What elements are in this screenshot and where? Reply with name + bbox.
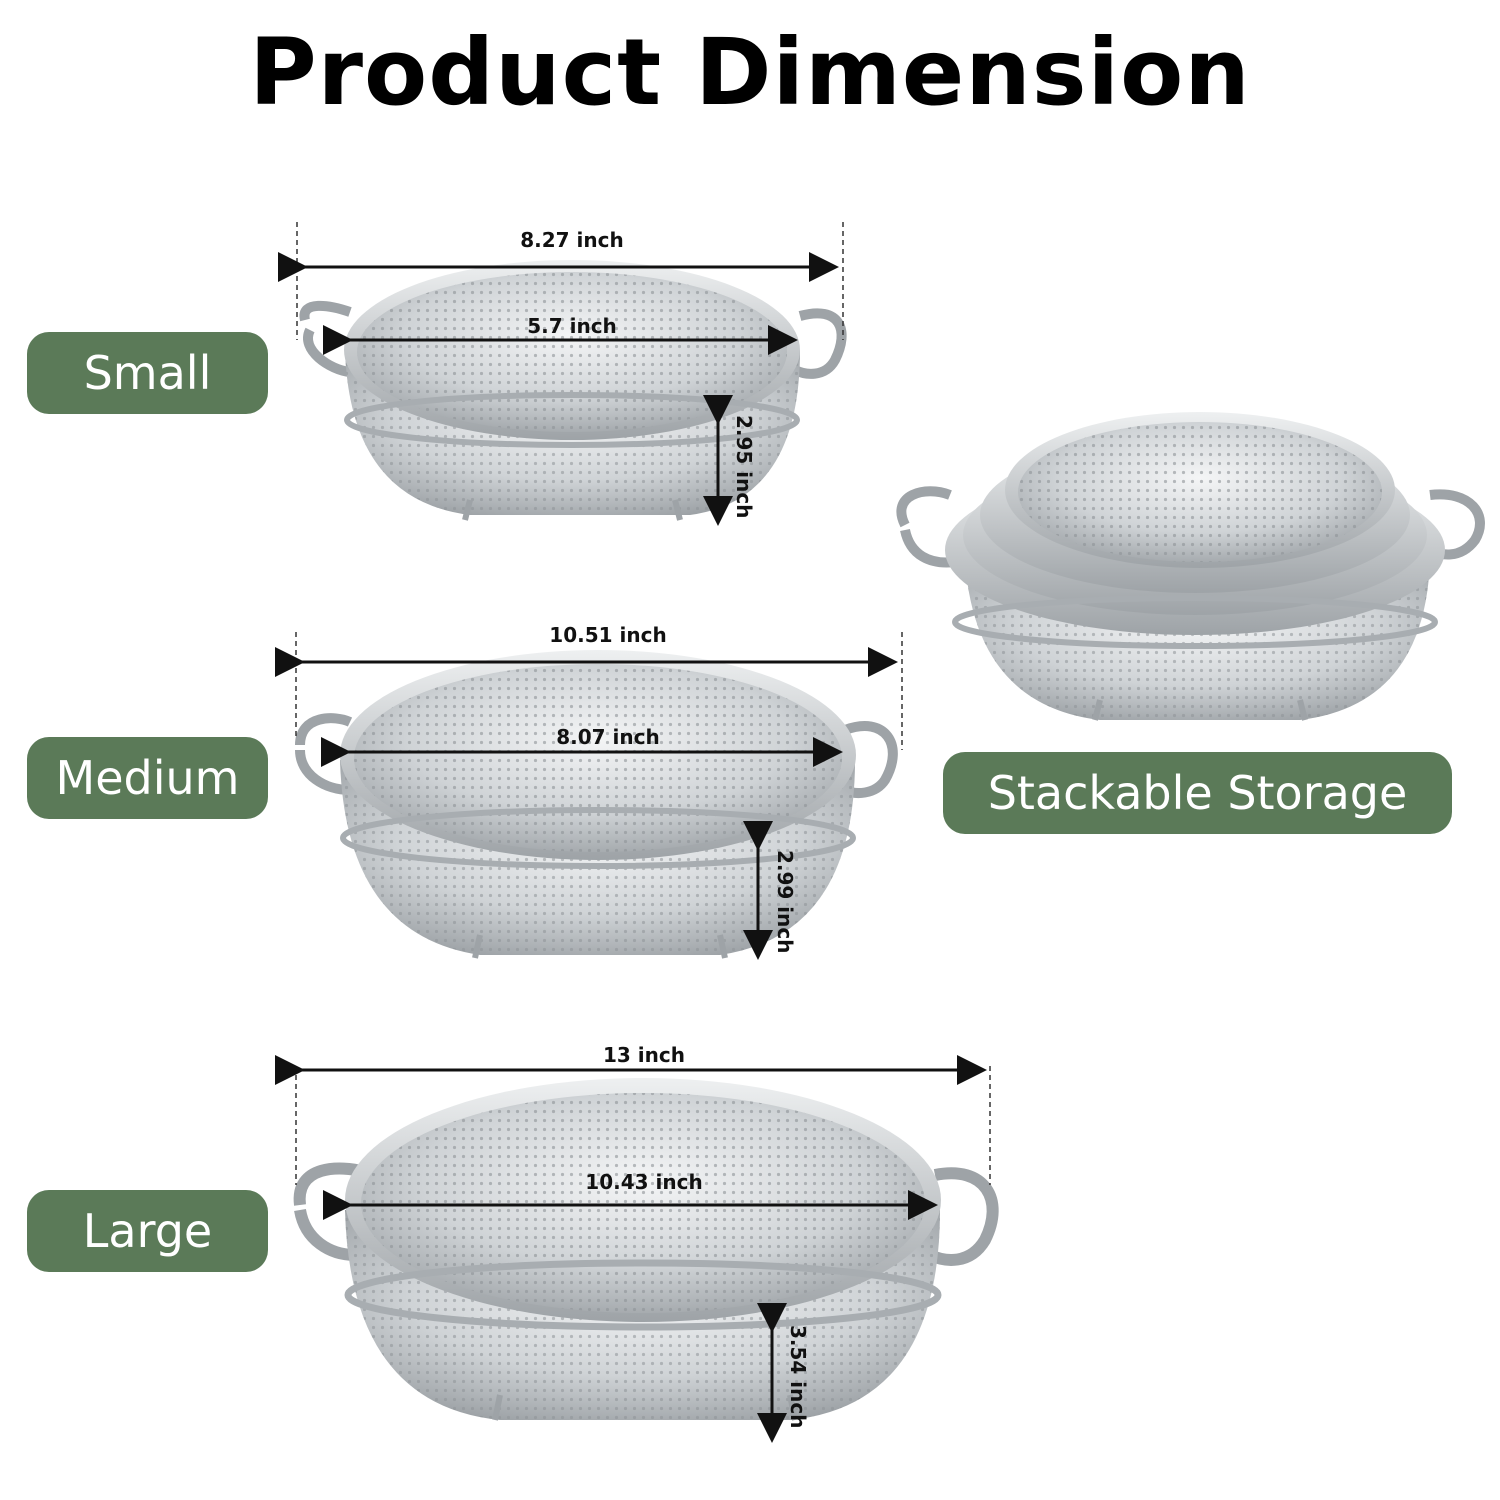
large-colander — [293, 1078, 999, 1421]
large-height-label: 3.54 inch — [786, 1325, 810, 1429]
medium-outer-width-label: 10.51 inch — [549, 623, 667, 647]
small-dimension-lines — [278, 222, 844, 526]
medium-height-label: 2.99 inch — [773, 850, 797, 954]
medium-inner-width-label: 8.07 inch — [556, 725, 660, 749]
medium-dimension-lines — [275, 632, 903, 960]
small-outer-width-label: 8.27 inch — [520, 228, 624, 252]
large-inner-width-label: 10.43 inch — [585, 1170, 703, 1194]
medium-colander — [295, 650, 898, 959]
size-badge-medium: Medium — [27, 737, 268, 819]
size-badge-small: Small — [27, 332, 268, 414]
page-title: Product Dimension — [249, 19, 1251, 126]
large-outer-width-label: 13 inch — [603, 1043, 685, 1067]
stackable-storage-badge: Stackable Storage — [943, 752, 1452, 834]
size-badge-large: Large — [27, 1190, 268, 1272]
small-colander — [299, 260, 847, 521]
stacked-colanders — [896, 412, 1485, 721]
large-dimension-lines — [275, 1055, 991, 1443]
small-height-label: 2.95 inch — [732, 415, 756, 519]
small-inner-width-label: 5.7 inch — [527, 314, 617, 338]
